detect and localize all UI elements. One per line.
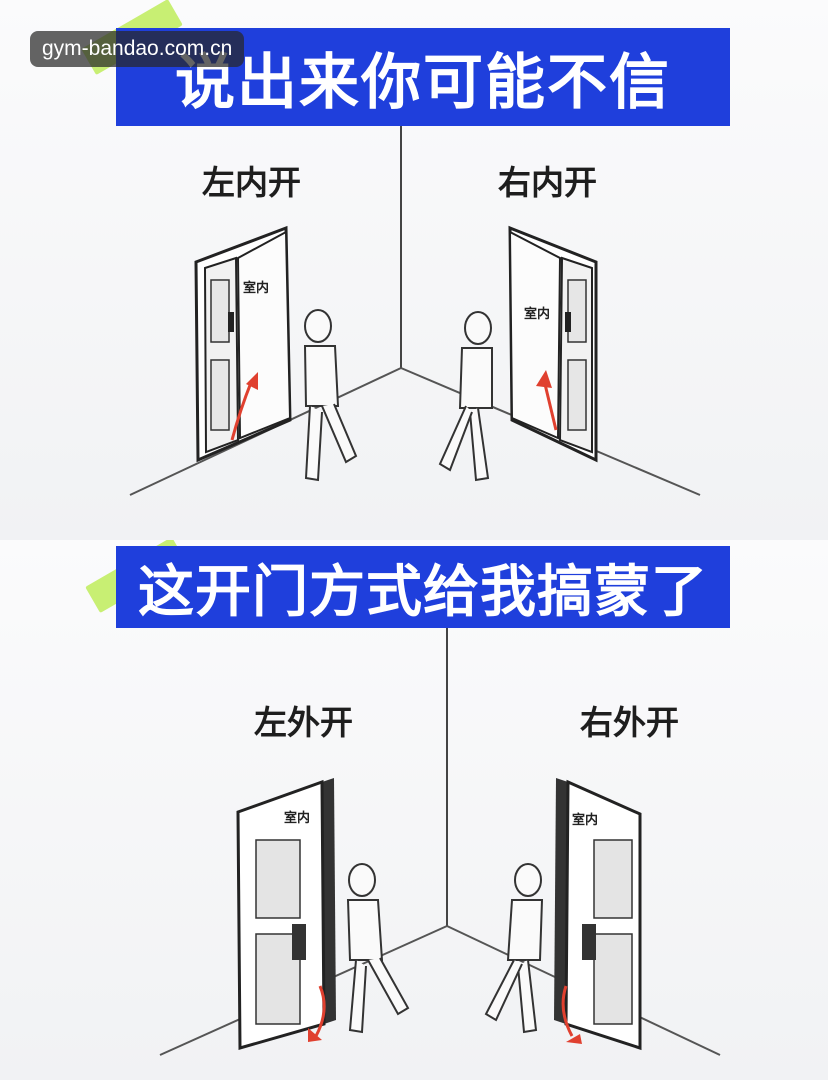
- room-label-top-left: 室内: [243, 280, 269, 296]
- bottom-panel: 室内 室内 这开门方式给我搞蒙了 左外开 右外开: [0, 540, 828, 1080]
- person-left: [346, 863, 410, 1034]
- label-right-outward: 右外开: [580, 703, 679, 742]
- top-panel: 室内 室内 说出来你可能不信 左内开 右内开: [0, 0, 828, 540]
- person-left: [303, 309, 358, 482]
- label-left-outward: 左外开: [254, 703, 353, 742]
- room-label-bottom-right: 室内: [572, 812, 598, 828]
- person-right: [484, 863, 544, 1034]
- label-left-inward: 左内开: [202, 163, 301, 202]
- left-outward-door: [236, 778, 336, 1050]
- room-label-bottom-left: 室内: [284, 810, 310, 826]
- inward-door-scene: 室内 室内: [129, 126, 701, 496]
- bottom-banner: 这开门方式给我搞蒙了: [116, 546, 730, 628]
- right-outward-door: [554, 778, 642, 1051]
- watermark: gym-bandao.com.cn: [30, 31, 245, 67]
- label-right-inward: 右内开: [498, 163, 597, 202]
- room-label-top-right: 室内: [524, 306, 550, 322]
- outward-door-scene: 室内 室内: [159, 628, 721, 1056]
- right-inward-door: [508, 225, 598, 463]
- person-right: [438, 311, 493, 482]
- left-inward-door: [194, 225, 292, 463]
